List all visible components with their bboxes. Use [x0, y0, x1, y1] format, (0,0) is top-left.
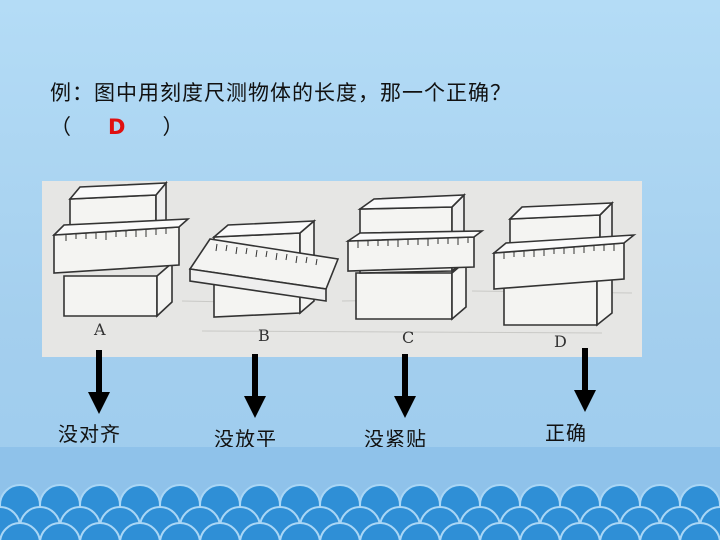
- figure-label-c: C: [402, 328, 414, 347]
- figure-d: [491, 201, 637, 327]
- arrow-down-icon: [574, 348, 596, 412]
- wave-scallop: [199, 522, 241, 540]
- wave-scallop: [399, 522, 441, 540]
- wave-scallop: [639, 522, 681, 540]
- open-paren: （: [50, 115, 72, 139]
- wave-scallop: [0, 522, 41, 540]
- wave-scallop: [279, 522, 321, 540]
- answer-line: （ D ）: [50, 110, 690, 144]
- wave-scallop: [599, 522, 641, 540]
- wave-scallop: [39, 522, 81, 540]
- wave-scallop: [159, 522, 201, 540]
- caption-a: 没对齐: [58, 422, 121, 446]
- question-text: 例：图中用刻度尺测物体的长度，那一个正确？ （ D ）: [50, 76, 690, 144]
- wave-pattern: [0, 484, 720, 540]
- wave-scallop: [479, 522, 521, 540]
- wave-scallop: [679, 522, 720, 540]
- close-paren: ）: [162, 115, 185, 139]
- wave-scallop: [319, 522, 361, 540]
- ruler-illustration: A B C D: [42, 181, 642, 357]
- wave-scallop: [79, 522, 121, 540]
- arrow-down-icon: [88, 350, 110, 414]
- figure-b: [188, 219, 340, 318]
- ruler-figure: A B C D: [42, 181, 642, 357]
- figure-a: [51, 181, 191, 318]
- figure-c: [345, 193, 485, 321]
- figure-label-b: B: [258, 326, 270, 345]
- wave-scallop: [119, 522, 161, 540]
- wave-scallop: [439, 522, 481, 540]
- question-prefix: 例：图中用刻度尺测物体的长度，那一个正确？: [50, 81, 512, 105]
- wave-scallop: [559, 522, 601, 540]
- wave-scallop: [239, 522, 281, 540]
- caption-d: 正确: [545, 421, 587, 445]
- wave-scallop: [359, 522, 401, 540]
- arrow-down-icon: [244, 354, 266, 418]
- wave-scallop: [519, 522, 561, 540]
- answer-letter: D: [108, 115, 127, 139]
- arrow-down-icon: [394, 354, 416, 418]
- wave-decoration: [0, 447, 720, 540]
- figure-label-a: A: [93, 320, 106, 339]
- figure-label-d: D: [554, 332, 567, 351]
